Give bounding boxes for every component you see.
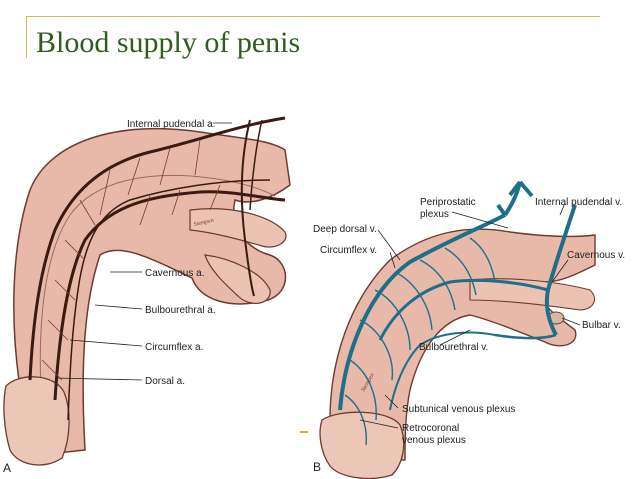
accent-dash bbox=[300, 431, 308, 433]
label-periprostatic-2: plexus bbox=[420, 209, 449, 220]
cavernous-vein bbox=[378, 278, 549, 341]
figure-b: Periprostatic plexus Internal pudendal v… bbox=[313, 180, 625, 479]
figure-a-crus bbox=[189, 208, 287, 248]
title-left-rule bbox=[26, 16, 27, 58]
figure-b-crus bbox=[469, 278, 595, 311]
label-retrocoronal-1: Retrocoronal bbox=[402, 423, 459, 434]
artery-connector bbox=[240, 119, 255, 297]
deep-dorsal-vein bbox=[338, 213, 506, 411]
label-circumflex-a: Circumflex a. bbox=[145, 342, 203, 353]
figure-a-leaders bbox=[54, 122, 232, 381]
figure-b-glans bbox=[319, 411, 405, 479]
dorsal-artery bbox=[28, 116, 286, 381]
cavernous-artery bbox=[67, 179, 271, 421]
figure-a-signature: Stempen bbox=[193, 218, 214, 228]
label-dorsal-a: Dorsal a. bbox=[145, 376, 185, 387]
figure-b-leaders bbox=[359, 202, 581, 429]
label-cavernous-v: Cavernous v. bbox=[567, 250, 625, 261]
artery-connector-2 bbox=[249, 119, 263, 211]
label-deep-dorsal-v: Deep dorsal v. bbox=[313, 224, 377, 235]
label-circumflex-v: Circumflex v. bbox=[320, 245, 377, 256]
figure-b-veins bbox=[338, 180, 577, 411]
label-bulbourethral-a: Bulbourethral a. bbox=[145, 305, 216, 316]
label-internal-pudendal-a: Internal pudendal a. bbox=[127, 119, 215, 130]
panel-label-a: A bbox=[3, 461, 11, 475]
figure-b-circumflex-network bbox=[344, 237, 496, 446]
internal-pudendal-artery bbox=[53, 190, 286, 401]
figure-a-glans bbox=[3, 376, 70, 466]
figure-a: Internal pudendal a. Cavernous a. Bulbou… bbox=[3, 116, 291, 475]
label-retrocoronal-2: venous plexus bbox=[402, 435, 466, 446]
bulbar-vein bbox=[494, 333, 557, 340]
label-periprostatic-1: Periprostatic bbox=[420, 197, 476, 208]
figure-a-corpus-outline bbox=[39, 174, 276, 441]
title-top-rule bbox=[26, 16, 600, 17]
label-bulbourethral-v: Bulbourethral v. bbox=[419, 342, 488, 353]
label-bulbar-v: Bulbar v. bbox=[582, 320, 621, 331]
bulbourethral-vein bbox=[389, 331, 496, 411]
periprostatic-plexus-vein bbox=[496, 180, 534, 217]
label-internal-pudendal-v: Internal pudendal v. bbox=[535, 197, 622, 208]
slide-title: Blood supply of penis bbox=[36, 26, 301, 59]
label-subtunical: Subtunical venous plexus bbox=[402, 404, 515, 415]
figure-a-branches bbox=[41, 139, 221, 381]
panel-label-b: B bbox=[313, 460, 321, 474]
figure-a-arteries bbox=[28, 116, 286, 421]
label-cavernous-a: Cavernous a. bbox=[145, 268, 204, 279]
